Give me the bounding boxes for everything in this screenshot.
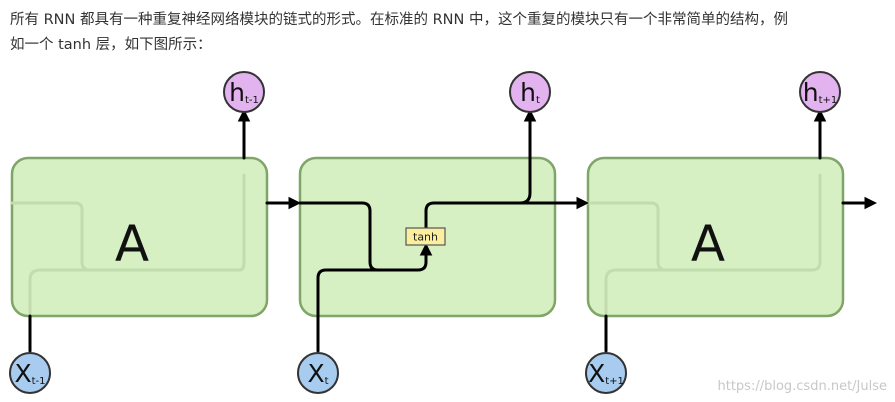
output-node-1-sub: t-1 [245, 95, 259, 106]
output-node-2-sub: t [536, 95, 540, 106]
input-node-t-plus-1: Xt+1 [585, 352, 627, 394]
tanh-layer-label: tanh [413, 231, 438, 244]
cell-1-label: A [115, 215, 149, 273]
output-node-1-main: h [229, 78, 245, 107]
output-node-t: ht [509, 71, 551, 113]
intro-line-1: 所有 RNN 都具有一种重复神经网络模块的链式的形式。在标准的 RNN 中，这个… [10, 12, 788, 28]
cell-1-ghost-wiring [10, 173, 246, 272]
watermark: https://blog.csdn.net/Julse [717, 379, 887, 394]
input-node-3-sub: t+1 [605, 376, 624, 387]
svg-text:ht: ht [520, 78, 540, 107]
output-node-2-main: h [520, 78, 536, 107]
input-node-1-main: X [14, 359, 31, 388]
svg-text:Xt-1: Xt-1 [14, 359, 45, 388]
cell-box-3 [586, 156, 845, 318]
output-node-t-plus-1: ht+1 [799, 71, 841, 113]
output-node-3-sub: t+1 [819, 95, 838, 106]
svg-text:Xt+1: Xt+1 [588, 359, 624, 388]
output-node-t-minus-1: ht-1 [223, 71, 265, 113]
svg-text:Xt: Xt [307, 359, 328, 388]
cell-3-ghost-wiring [586, 173, 822, 272]
input-node-t: Xt [297, 352, 339, 394]
input-node-1-sub: t-1 [32, 376, 46, 387]
intro-line-2: 如一个 tanh 层，如下图所示： [10, 37, 212, 53]
svg-text:ht+1: ht+1 [803, 78, 838, 107]
cell-3-ghost-input [604, 268, 668, 318]
cell-2-output-arrow [518, 108, 537, 205]
input-node-t-minus-1: Xt-1 [9, 352, 51, 394]
cell-3-label: A [691, 215, 725, 273]
svg-text:ht-1: ht-1 [229, 78, 259, 107]
tanh-layer [405, 227, 446, 246]
output-node-3-main: h [803, 78, 819, 107]
cell-1-ghost-input [28, 268, 92, 318]
cell-2-hidden-to-tanh [298, 201, 433, 272]
cell-2-tanh-to-state [424, 201, 557, 230]
intro-paragraph: 所有 RNN 都具有一种重复神经网络模块的链式的形式。在标准的 RNN 中，这个… [10, 8, 880, 58]
cell-2-input-to-tanh [316, 268, 382, 353]
input-node-2-sub: t [325, 376, 329, 387]
cell-box-1 [10, 156, 269, 318]
input-node-3-main: X [588, 359, 605, 388]
input-node-2-main: X [307, 359, 324, 388]
